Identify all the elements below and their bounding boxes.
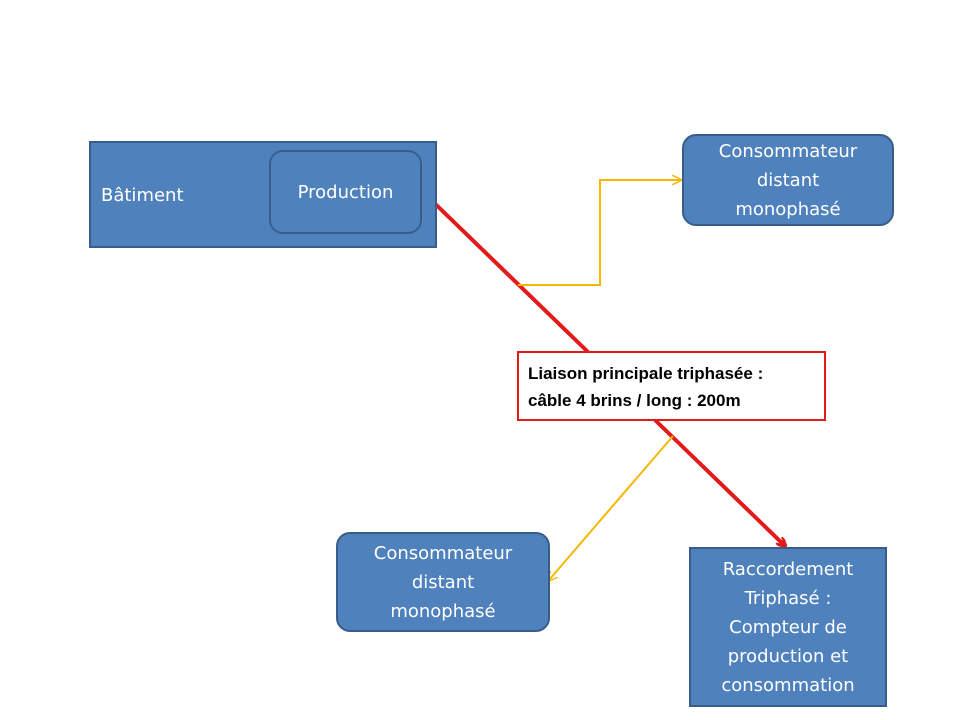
main-link-callout: Liaison principale triphasée : câble 4 b…	[517, 351, 826, 421]
production-node: Production	[269, 150, 422, 234]
consumer-top-node: Consommateur distant monophasé	[682, 134, 894, 226]
consumer-bottom-line: Consommateur	[373, 542, 513, 564]
raccordement-line: Raccordement	[722, 558, 854, 580]
raccordement-line: production et	[727, 645, 849, 667]
consumer-bottom-line: monophasé	[390, 600, 496, 622]
branch-link-to-top-consumer	[518, 180, 680, 286]
main-link-to-production	[424, 193, 590, 354]
raccordement-line: Triphasé :	[744, 587, 832, 609]
consumer-top-line: distant	[756, 169, 820, 191]
production-label: Production	[297, 182, 394, 203]
raccordement-line: Compteur de	[729, 616, 847, 638]
main-link-to-raccordement	[653, 418, 784, 545]
raccordement-node: Raccordement Triphasé : Compteur de prod…	[689, 547, 887, 707]
branch-link-to-bottom-consumer	[549, 435, 674, 580]
consumer-bottom-node: Consommateur distant monophasé	[336, 532, 550, 632]
batiment-label: Bâtiment	[101, 185, 184, 206]
consumer-top-line: Consommateur	[718, 140, 858, 162]
consumer-bottom-line: distant	[411, 571, 475, 593]
consumer-top-line: monophasé	[735, 198, 841, 220]
raccordement-line: consommation	[721, 674, 855, 696]
callout-line: câble 4 brins / long : 200m	[528, 391, 741, 410]
callout-line: Liaison principale triphasée :	[528, 364, 764, 383]
